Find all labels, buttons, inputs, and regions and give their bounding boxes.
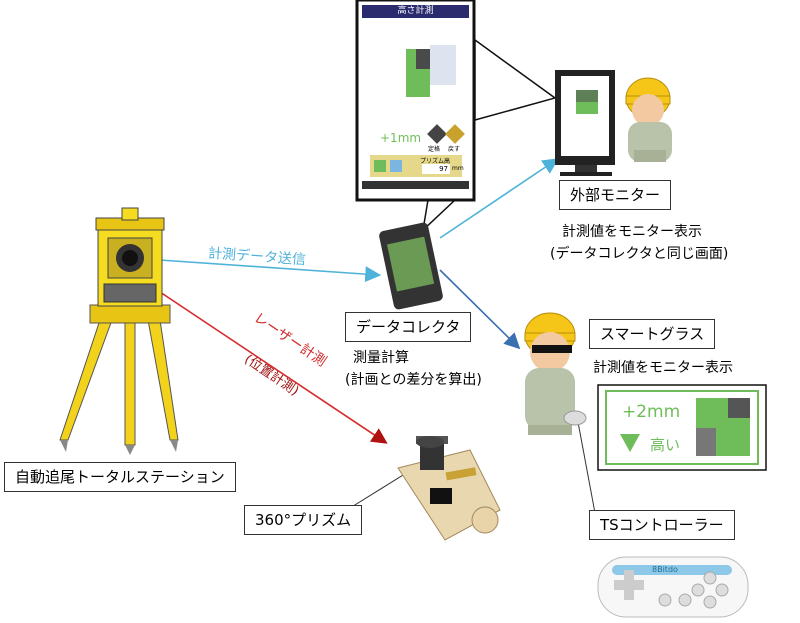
- worker-glass-icon: [524, 312, 587, 435]
- total-station-icon: [59, 207, 179, 455]
- label-total-station: 自動追尾トータルステーション: [4, 462, 236, 492]
- phone-down-label: 戻す: [448, 146, 461, 153]
- phone-grid: [376, 45, 456, 103]
- phone-up-button[interactable]: [427, 124, 447, 144]
- worker-monitor-icon: [625, 77, 672, 162]
- collector-desc-2: (計画との差分を算出): [345, 372, 482, 388]
- data-collector-icon: [379, 222, 443, 310]
- label-prism: 360°プリズム: [244, 505, 363, 535]
- controller-brand: 8Bitdo: [652, 565, 678, 574]
- phone-prism-label: プリズム高: [420, 158, 451, 165]
- phone-screen-title: 高さ計測: [362, 5, 469, 18]
- monitor-desc-1: 計測値をモニター表示: [562, 224, 702, 240]
- phone-status-bar: [362, 181, 469, 189]
- monitor-desc-2: (データコレクタと同じ画面): [550, 246, 729, 262]
- phone-bottom-bar: プリズム高 97 mm: [370, 155, 464, 177]
- label-external-monitor: 外部モニター: [559, 180, 672, 210]
- phone-prism-unit: mm: [452, 165, 464, 172]
- arrow-left-icon[interactable]: [374, 160, 386, 172]
- monitor-callout: [474, 38, 557, 121]
- label-data-collector: データコレクタ: [345, 312, 472, 342]
- arrow-to-glass: [439, 269, 521, 350]
- phone-prism-number: 97: [439, 165, 448, 173]
- phone-prism-value: 97: [422, 164, 450, 174]
- monitor-icon: [555, 70, 615, 176]
- arrow-send-data: [144, 258, 382, 283]
- arrow-to-monitor: [439, 158, 559, 239]
- glass-direction: 高い: [650, 436, 681, 454]
- glass-desc: 計測値をモニター表示: [593, 360, 733, 376]
- phone-down-button[interactable]: [445, 124, 465, 144]
- label-smart-glass: スマートグラス: [589, 319, 716, 349]
- glass-arrow-down-icon: [620, 434, 640, 452]
- arrow-right-icon[interactable]: [390, 160, 402, 172]
- glass-offset: +2mm: [622, 402, 681, 422]
- phone-up-label: 定格: [428, 146, 441, 153]
- leader-controller: [577, 421, 596, 514]
- arrow-laser: [144, 281, 388, 444]
- phone-offset: +1mm: [380, 131, 422, 145]
- label-ts-controller: TSコントローラー: [589, 510, 735, 540]
- glass-grid: [696, 398, 750, 456]
- collector-desc-1: 測量計算: [353, 350, 409, 366]
- ts-controller-icon: [597, 556, 749, 618]
- prism-icon: [397, 436, 501, 541]
- phone-screen: 高さ計測 +1mm 定格 戻す プリズム高 97 mm: [362, 5, 469, 195]
